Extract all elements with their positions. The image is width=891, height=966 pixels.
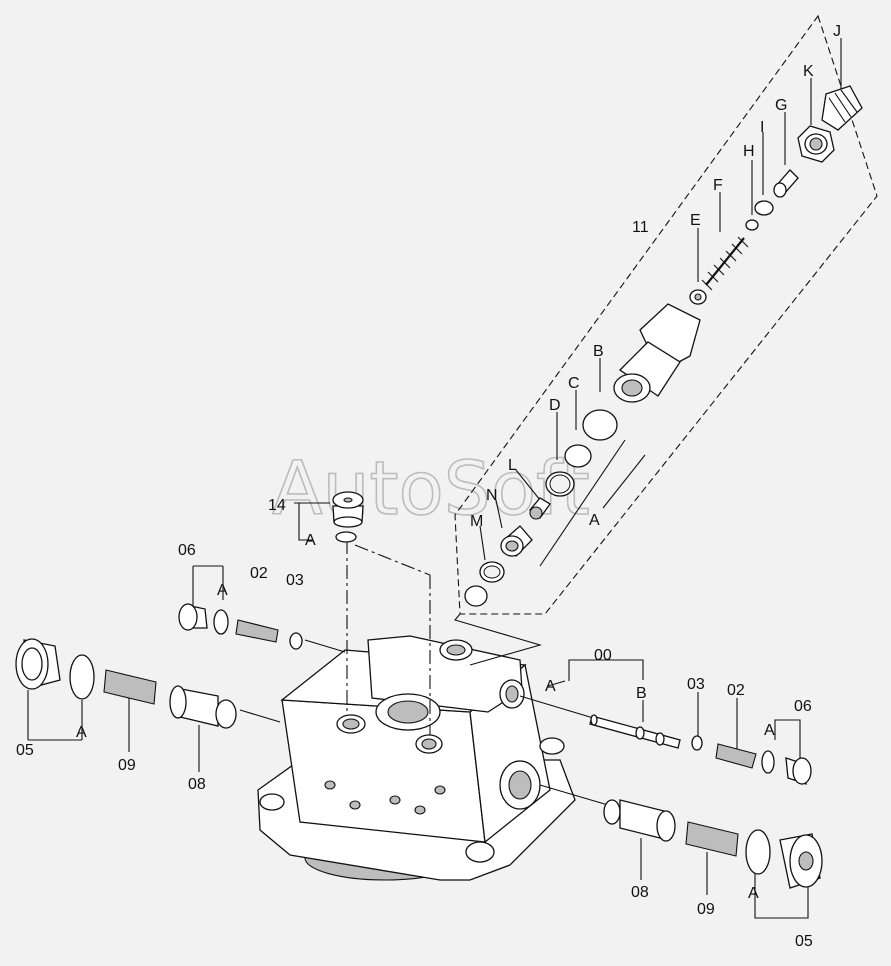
part-l-poppet — [529, 497, 551, 520]
part-n-sleeve — [500, 525, 533, 557]
body-top-port-inner — [387, 700, 429, 724]
part-m-oring-inner — [483, 565, 501, 579]
body-bolt-hole-front — [465, 841, 495, 863]
leader-lines — [27, 38, 842, 919]
part-06-plug-left — [178, 603, 208, 631]
label-06-left: 06 — [178, 542, 196, 559]
label-a-06-left: A — [217, 582, 228, 599]
label-d: D — [549, 397, 561, 414]
part-seal-disc — [464, 585, 488, 607]
label-j: J — [833, 23, 841, 40]
part-08-piston-left — [169, 685, 237, 729]
valve-body — [257, 635, 576, 881]
part-02-spring-right — [715, 743, 757, 769]
label-a-05-left: A — [76, 724, 87, 741]
label-a-body: A — [545, 678, 556, 695]
part-a-oring-06-right — [761, 750, 775, 774]
part-06-plug-right — [785, 757, 812, 785]
kit-valve-housing — [613, 303, 701, 403]
part-14-oring — [335, 531, 357, 543]
label-m: M — [470, 513, 483, 530]
body-front-hole-3 — [389, 795, 401, 805]
label-l: L — [508, 457, 517, 474]
body-front-hole-2 — [349, 800, 361, 810]
label-09-left: 09 — [118, 757, 136, 774]
part-08-piston-right — [603, 799, 676, 842]
label-08-right: 08 — [631, 884, 649, 901]
body-bolt-hole-right — [539, 737, 565, 755]
part-f-spring — [701, 236, 749, 291]
label-08-left: 08 — [188, 776, 206, 793]
label-h: H — [743, 143, 755, 160]
label-b-right: B — [636, 685, 647, 702]
callout-labels: J K G I H F E 11 B C D L N M A 14 A 06 A… — [16, 23, 841, 950]
label-b-top: B — [593, 343, 604, 360]
label-a-05-right: A — [748, 885, 759, 902]
part-14-plug — [332, 491, 364, 528]
part-i-seal — [754, 200, 774, 216]
body-side-port-inner — [508, 770, 532, 800]
label-03-left: 03 — [286, 572, 304, 589]
part-b-disc — [582, 409, 618, 441]
part-g-adjust-screw — [773, 169, 799, 198]
body-front-hole-1 — [324, 780, 336, 790]
part-09-spring-left — [103, 669, 157, 705]
part-02-spring-left — [235, 619, 279, 643]
part-d-oring-inner — [549, 474, 571, 494]
body-right-port-inner — [505, 685, 519, 703]
body-front-hole-5 — [434, 785, 446, 795]
part-09-spring-right — [685, 821, 739, 857]
label-n: N — [486, 487, 498, 504]
label-c: C — [568, 375, 580, 392]
label-05-left: 05 — [16, 742, 34, 759]
kit-11-outline — [454, 14, 878, 615]
label-02-left: 02 — [250, 565, 268, 582]
label-11: 11 — [632, 219, 649, 236]
part-03-washer-left — [289, 632, 303, 650]
body-port-14-inner — [342, 718, 360, 730]
body-top-fitting-port-inner — [446, 644, 466, 656]
part-k-nut — [797, 125, 835, 163]
part-b-spool-right — [589, 714, 681, 749]
part-e-washer-hole — [694, 293, 702, 301]
part-a-oring-05-left — [69, 654, 95, 700]
label-k: K — [803, 63, 814, 80]
part-03-washer-right — [691, 735, 703, 751]
label-09-right: 09 — [697, 901, 715, 918]
label-14: 14 — [268, 497, 286, 514]
part-05-plug-right — [779, 833, 823, 889]
label-03-right: 03 — [687, 676, 705, 693]
body-front-hole-4 — [414, 805, 426, 815]
part-a-oring-05-right — [745, 829, 771, 875]
part-05-plug-left — [15, 638, 61, 690]
body-bolt-hole-left — [259, 793, 285, 811]
label-g: G — [775, 97, 787, 114]
label-i: I — [760, 119, 764, 136]
label-00: 00 — [594, 647, 612, 664]
part-h-ring — [745, 219, 759, 231]
part-j-plug — [821, 85, 863, 131]
label-a-06-right: A — [764, 722, 775, 739]
label-f: F — [713, 177, 723, 194]
label-a-kit: A — [589, 512, 600, 529]
label-02-right: 02 — [727, 682, 745, 699]
body-port-11-inner — [421, 738, 437, 750]
label-e: E — [690, 212, 701, 229]
label-a-14: A — [305, 532, 316, 549]
part-a-oring-06-left — [213, 609, 229, 635]
label-06-right: 06 — [794, 698, 812, 715]
part-c-ring — [564, 444, 592, 468]
watermark: AutoSoft — [272, 446, 590, 532]
label-05-right: 05 — [795, 933, 813, 950]
